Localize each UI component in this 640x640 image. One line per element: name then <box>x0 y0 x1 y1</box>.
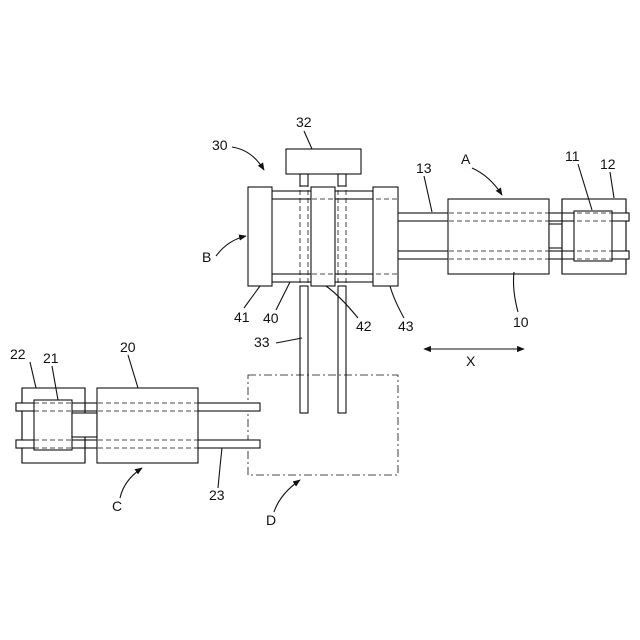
label-32: 32 <box>296 114 312 130</box>
unit-c <box>16 388 260 463</box>
label-a: A <box>461 151 471 167</box>
label-11: 11 <box>565 148 580 164</box>
label-d: D <box>266 512 276 528</box>
label-33: 33 <box>254 334 270 350</box>
rod-33-right <box>338 286 346 413</box>
actuator-32 <box>286 149 361 174</box>
label-b: B <box>202 249 211 265</box>
body-10 <box>448 199 549 274</box>
label-10: 10 <box>513 314 529 330</box>
block-11 <box>574 211 612 261</box>
label-20: 20 <box>120 339 136 355</box>
label-30: 30 <box>212 137 228 153</box>
label-c: C <box>112 498 122 514</box>
label-40: 40 <box>263 310 279 326</box>
label-42: 42 <box>356 318 372 334</box>
label-12: 12 <box>600 156 616 172</box>
label-43: 43 <box>398 318 414 334</box>
plate-41 <box>248 187 272 286</box>
body-20 <box>97 388 198 463</box>
connector-20-21 <box>72 413 97 437</box>
label-x: X <box>466 353 476 369</box>
unit-b <box>248 149 398 413</box>
plate-43 <box>373 187 398 286</box>
label-13: 13 <box>416 160 432 176</box>
label-23: 23 <box>209 487 225 503</box>
rod-33-left <box>300 286 308 413</box>
plate-42 <box>311 187 335 286</box>
label-41: 41 <box>234 309 250 325</box>
block-21 <box>34 400 72 450</box>
region-d <box>248 375 398 475</box>
label-21: 21 <box>43 350 59 366</box>
label-22: 22 <box>10 346 26 362</box>
unit-a <box>385 199 629 274</box>
